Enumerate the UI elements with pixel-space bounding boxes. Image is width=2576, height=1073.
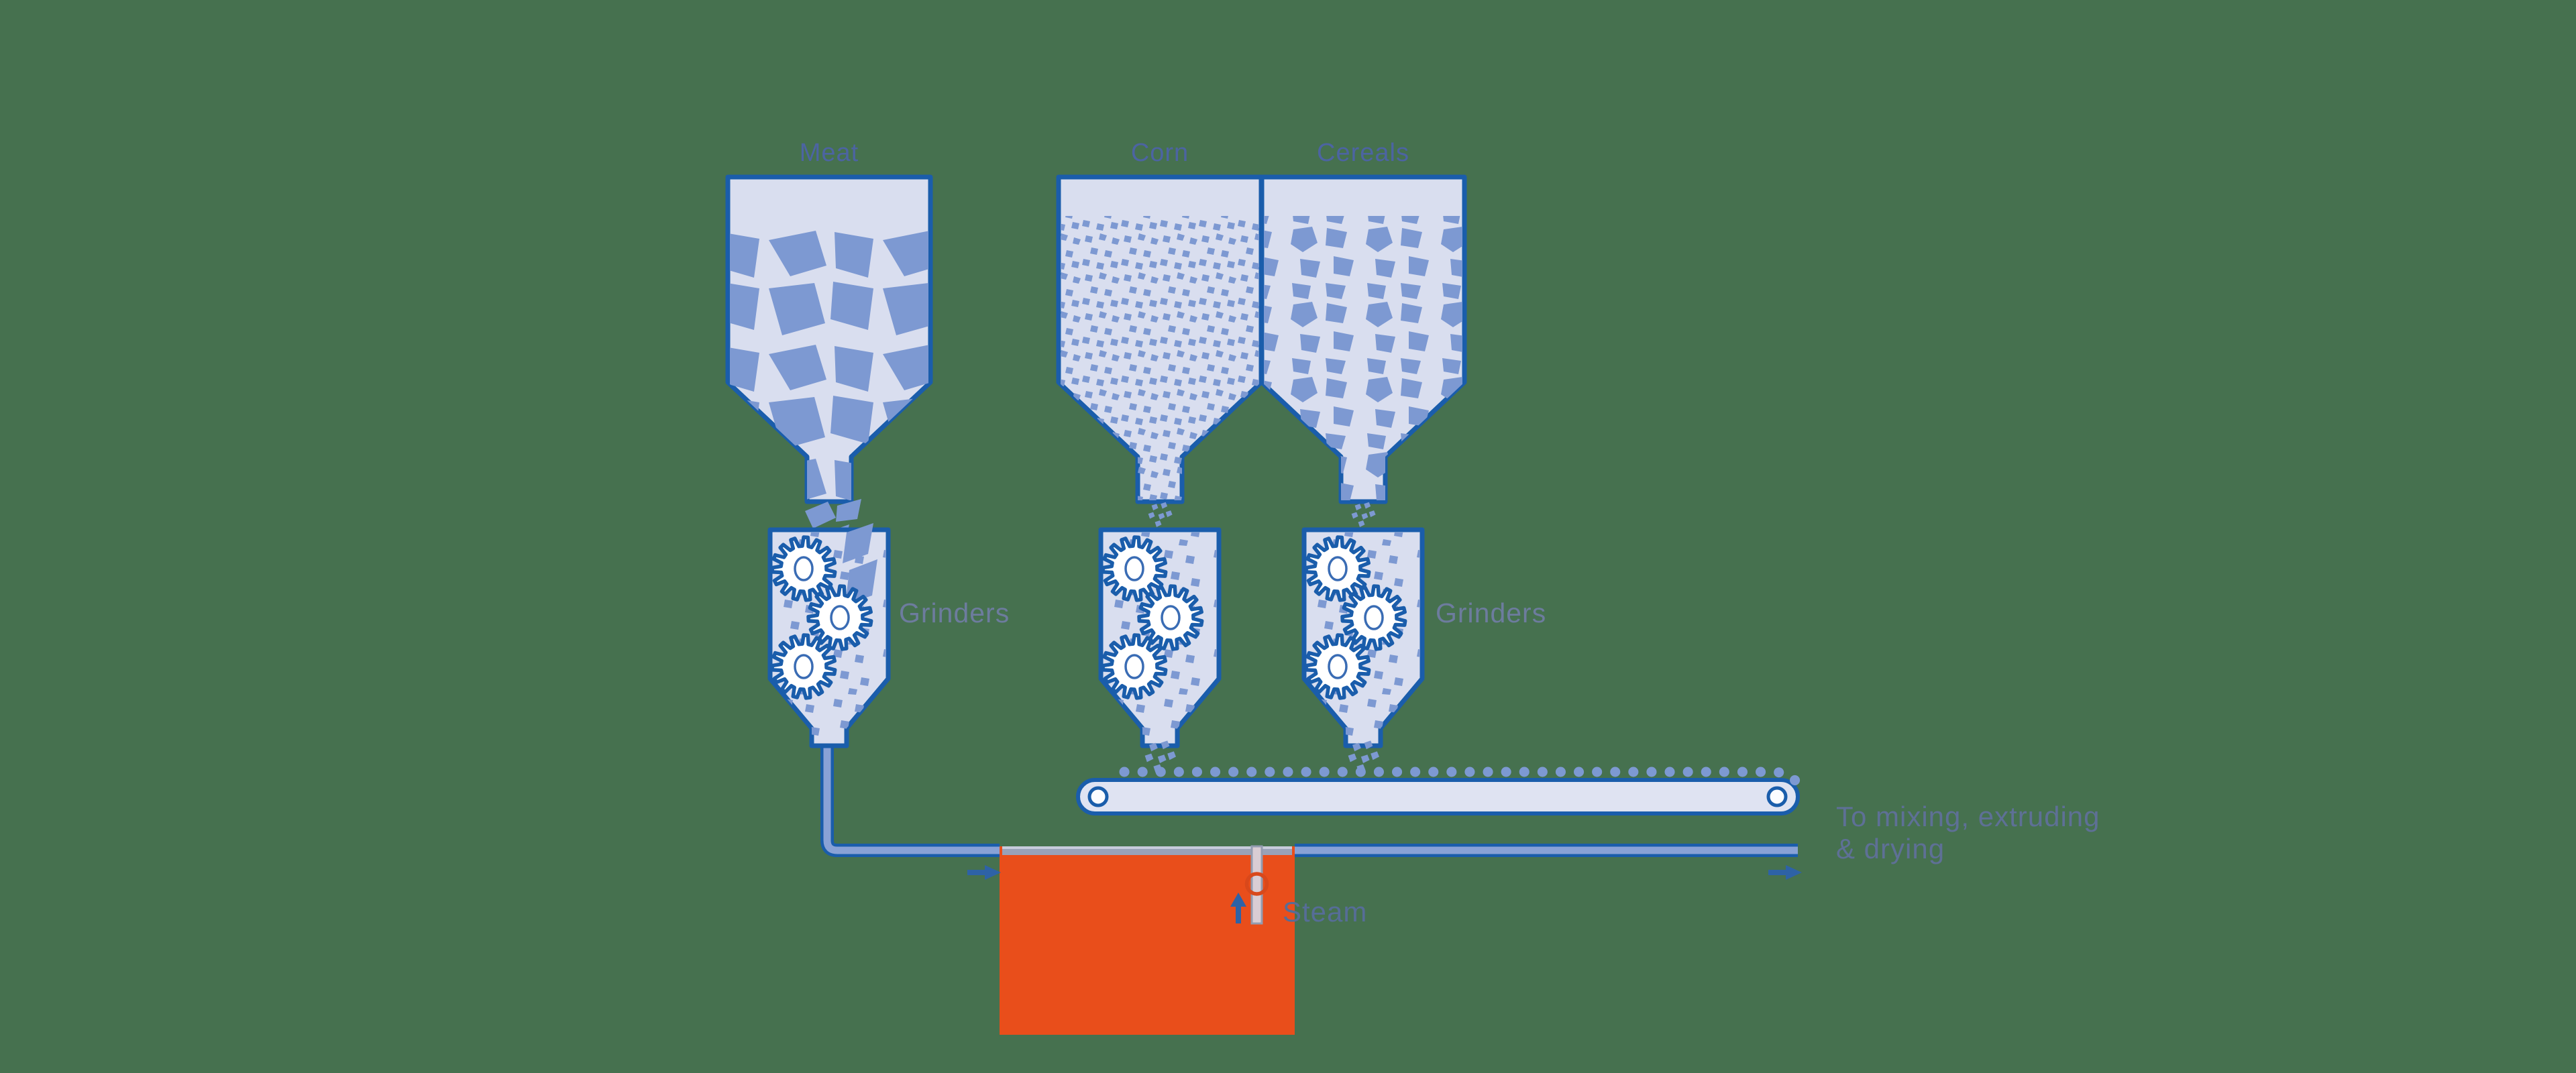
grinders-label-right: Grinders — [1436, 598, 1546, 628]
steam-cooker — [1000, 845, 1295, 1035]
hopper-label-meat: Meat — [800, 139, 859, 167]
particle-trail — [1119, 767, 1808, 801]
conveyor-belt — [1076, 778, 1800, 815]
gear-hub-icon — [830, 605, 850, 630]
grinder-cereals — [1304, 530, 1422, 746]
belt-body — [1076, 778, 1800, 815]
grinder-corn — [1101, 530, 1219, 746]
hopper-cereals-contents — [1264, 216, 1462, 500]
grinders-label-left: Grinders — [899, 598, 1010, 628]
steam-valve-icon — [1244, 872, 1269, 896]
steam-inlet-pipe — [1250, 845, 1263, 925]
hopper-meat — [728, 177, 930, 502]
hopper-label-cereals: Cereals — [1317, 139, 1409, 167]
destination-label-line2: & drying — [1836, 833, 1945, 864]
hopper-meat-contents — [730, 223, 928, 500]
roller-right-icon — [1766, 786, 1788, 807]
flow-arrow-right-icon — [1768, 865, 1802, 880]
hopper-corn-contents — [1061, 216, 1259, 500]
hopper-cereals — [1262, 177, 1464, 502]
gear-hub-icon — [794, 556, 814, 581]
gear-hub-icon — [1124, 654, 1144, 679]
meat-transfer-pipe — [820, 746, 1000, 857]
cooker-top-bar-highlight — [1002, 846, 1292, 849]
gear-hub-icon — [1328, 654, 1348, 679]
gear-hub-icon — [1328, 556, 1348, 581]
gear-hub-icon — [1364, 605, 1384, 630]
gear-hub-icon — [794, 654, 814, 679]
destination-label-line1: To mixing, extruding — [1836, 801, 2100, 832]
cooker-body — [1000, 846, 1295, 1035]
roller-left-icon — [1087, 786, 1109, 807]
gear-hub-icon — [1124, 556, 1144, 581]
flow-arrow-left-icon — [967, 865, 1001, 880]
cereals-falling-particles — [1351, 502, 1376, 527]
hopper-corn — [1059, 177, 1261, 502]
grinder-meat — [770, 523, 888, 746]
steam-up-arrow-icon — [1230, 893, 1246, 923]
gear-hub-icon — [1161, 605, 1181, 630]
hopper-label-corn: Corn — [1131, 139, 1189, 167]
steam-label: Steam — [1283, 896, 1367, 927]
corn-falling-particles — [1148, 502, 1173, 527]
